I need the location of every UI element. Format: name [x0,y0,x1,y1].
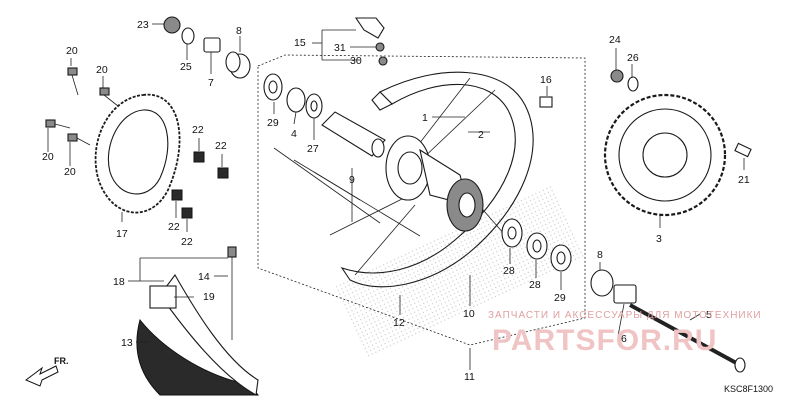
driven-sprocket [603,93,727,217]
callout-9: 9 [349,174,355,186]
tire [136,274,260,396]
callout-1: 1 [422,112,428,124]
callout-20: 20 [64,166,76,178]
washer-26 [627,76,639,92]
callout-13: 13 [121,337,133,349]
callout-28: 28 [503,265,515,277]
nut-4 [286,87,306,113]
valve-nut-14 [227,246,237,258]
callout-26: 26 [627,52,639,64]
tube-19 [149,285,177,309]
callout-22: 22 [215,140,227,152]
callout-6: 6 [621,333,627,345]
callout-7: 7 [208,77,214,89]
callout-22: 22 [168,221,180,233]
leader-lines [47,23,745,370]
callout-8: 8 [597,249,603,261]
disc-bolts [45,67,119,146]
front-direction-label: FR. [54,356,69,366]
adjuster-block-7 [203,37,221,53]
callout-16: 16 [540,74,552,86]
adjuster-6 [613,284,637,304]
callout-30: 30 [350,55,362,67]
rear-axle-5 [629,303,741,367]
callout-21: 21 [738,174,750,186]
washer-25 [181,27,195,45]
watermark-logo: PARTSFOR.RU [492,324,717,357]
callout-24: 24 [609,34,621,46]
callout-25: 25 [180,61,192,73]
collar-8-right [590,269,614,297]
callout-10: 10 [463,308,475,320]
rim-lock-16 [539,96,553,108]
disc-nuts [171,151,229,219]
callout-29: 29 [554,292,566,304]
bolt-21 [734,142,752,158]
collar-9 [321,111,386,158]
callout-14: 14 [198,271,210,283]
callout-15: 15 [294,37,306,49]
watermark-tagline: ЗАПЧАСТИ И АКСЕССУАРЫ ДЛЯ МОТОТЕХНИКИ [488,310,762,321]
hub [385,135,484,232]
callout-23: 23 [137,19,149,31]
callout-28: 28 [529,279,541,291]
callout-29: 29 [267,117,279,129]
callout-20: 20 [66,45,78,57]
brake-disc [94,93,181,214]
callout-22: 22 [181,236,193,248]
callout-2: 2 [478,129,484,141]
callout-22: 22 [192,124,204,136]
callout-20: 20 [96,64,108,76]
diagram-code: KSC8F1300 [724,384,773,394]
callout-27: 27 [307,143,319,155]
callout-17: 17 [116,228,128,240]
callout-31: 31 [334,42,346,54]
nut-24 [610,69,624,83]
callout-5: 5 [706,309,712,321]
callout-19: 19 [203,291,215,303]
rim [334,71,586,357]
tire-valve-cap-15 [354,17,385,39]
callout-12: 12 [393,317,405,329]
front-direction-indicator: FR. [25,356,69,387]
callout-11: 11 [464,371,475,383]
callout-8: 8 [236,25,242,37]
callout-20: 20 [42,151,54,163]
callout-labels: 23 25 7 8 15 31 30 20 20 20 20 17 22 22 … [42,19,750,383]
axle-nut-23 [163,16,181,34]
callout-18: 18 [113,276,125,288]
assembly-boundary [257,54,586,346]
callout-4: 4 [291,128,297,140]
callout-3: 3 [656,233,662,245]
